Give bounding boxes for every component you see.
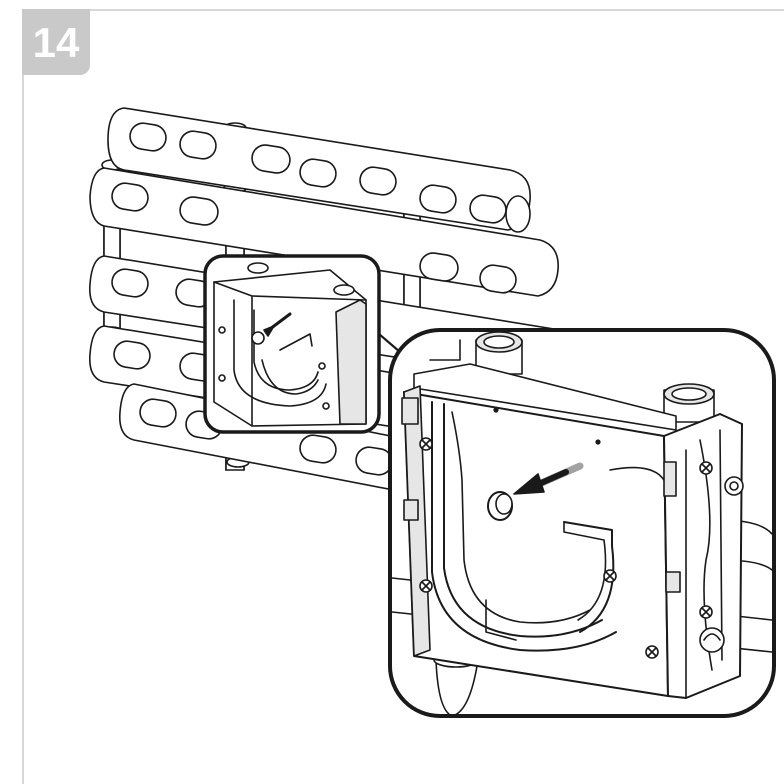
- small-mount-callout: [203, 254, 381, 434]
- step-number: 14: [32, 19, 80, 66]
- arrow-icon: [513, 462, 584, 495]
- detail-callout: [388, 328, 776, 718]
- screw-icon: [419, 437, 713, 659]
- step-frame: [22, 9, 784, 784]
- callout-connector: [377, 332, 402, 354]
- knob-icon: [487, 491, 513, 521]
- step-badge: 14: [22, 9, 90, 75]
